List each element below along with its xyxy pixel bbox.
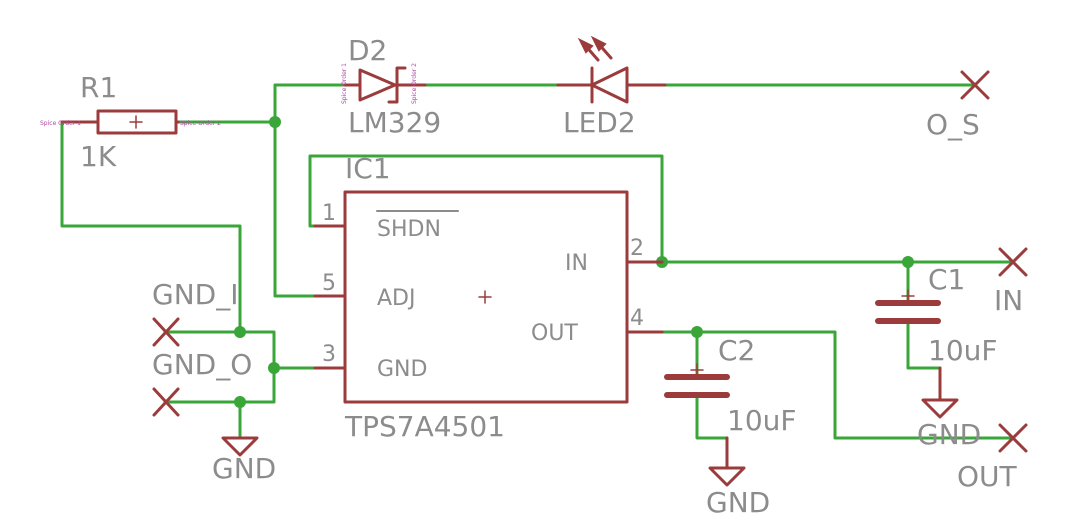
o-s-label: O_S [926, 108, 980, 141]
gnd-c2-label: GND [706, 486, 770, 519]
wire-out-rail [625, 330, 1015, 440]
d2-pin2-label: Spice Order 2 [411, 63, 418, 104]
gnd-supply-c2[interactable]: GND [706, 436, 770, 519]
wire-shdn-to-in [308, 154, 664, 264]
connector-in[interactable]: IN [994, 247, 1028, 317]
resistor-r1[interactable]: R1 1K Spice Order 1 Spice Order 2 [40, 71, 221, 173]
zener-diode-d2[interactable]: D2 LM329 Spice Order 1 Spice Order 2 [341, 34, 441, 139]
c2-ref-label: C2 [718, 334, 755, 367]
ic-ic1[interactable]: IC1 TPS7A4501 1 5 3 2 4 SHDN ADJ GND IN … [313, 152, 664, 443]
ground-icon [921, 398, 959, 419]
ic1-pin1-number: 1 [322, 201, 336, 226]
ic1-pin5-number: 5 [322, 271, 336, 296]
capacitor-c2[interactable]: C2 10uF [664, 334, 796, 437]
gnd-c1-label: GND [917, 418, 981, 451]
connector-out[interactable]: OUT [957, 423, 1028, 493]
d2-pin1-label: Spice Order 1 [341, 63, 348, 104]
junction-dot [234, 396, 246, 408]
d2-ref-label: D2 [348, 34, 387, 67]
connector-gnd-i[interactable]: GND_I [152, 278, 238, 347]
c1-ref-label: C1 [928, 263, 965, 296]
c2-value-label: 10uF [727, 404, 796, 437]
wire-c2-bottom [695, 393, 729, 440]
d2-value-label: LM329 [348, 106, 441, 139]
junction-dot [691, 326, 703, 338]
wire-c1-bottom [906, 319, 942, 370]
gnd-left-label: GND [212, 452, 276, 485]
wire-top-rail-to-d2 [273, 83, 347, 124]
ground-icon [708, 466, 746, 487]
gnd-o-label: GND_O [152, 348, 252, 381]
in-label: IN [994, 284, 1023, 317]
ic1-pin-in-name: IN [565, 251, 588, 276]
ground-icon [221, 436, 259, 457]
ic1-pin-gnd-name: GND [377, 357, 427, 382]
gnd-i-label: GND_I [152, 278, 238, 311]
connector-o-s[interactable]: O_S [926, 70, 990, 141]
out-label: OUT [957, 460, 1018, 493]
ic1-pin-adj-name: ADJ [377, 286, 415, 311]
ic1-pin3-number: 3 [322, 342, 336, 367]
led2-ref-label: LED2 [563, 106, 636, 139]
wire-gnd-o [163, 366, 276, 404]
connector-gnd-o[interactable]: GND_O [152, 348, 252, 417]
junction-dot [269, 116, 281, 128]
ic1-pin-out-name: OUT [531, 321, 578, 346]
junction-dot [268, 362, 280, 374]
junction-dot [902, 256, 914, 268]
junction-dot [234, 326, 246, 338]
ic1-pin4-number: 4 [630, 306, 644, 331]
c1-value-label: 10uF [928, 334, 997, 367]
wires [60, 83, 1015, 440]
r1-value-label: 1K [80, 140, 117, 173]
ic1-value-label: TPS7A4501 [344, 410, 505, 443]
r1-pin2-label: Spice Order 2 [180, 120, 221, 127]
capacitor-c1[interactable]: C1 10uF [875, 263, 997, 367]
wire-r1-to-gnd-i [60, 120, 242, 334]
gnd-supply-c1[interactable]: GND [917, 366, 981, 451]
led-led2[interactable]: LED2 [556, 35, 667, 139]
wire-gnd-i [163, 330, 276, 370]
gnd-supply-left[interactable]: GND [212, 436, 276, 485]
ic1-pin-shdn-name: SHDN [377, 217, 441, 242]
r1-pin1-label: Spice Order 1 [40, 120, 81, 127]
ic1-pin2-number: 2 [630, 236, 644, 261]
wire-adj-vertical [273, 120, 317, 298]
r1-ref-label: R1 [80, 71, 117, 104]
ic1-ref-label: IC1 [345, 152, 391, 185]
